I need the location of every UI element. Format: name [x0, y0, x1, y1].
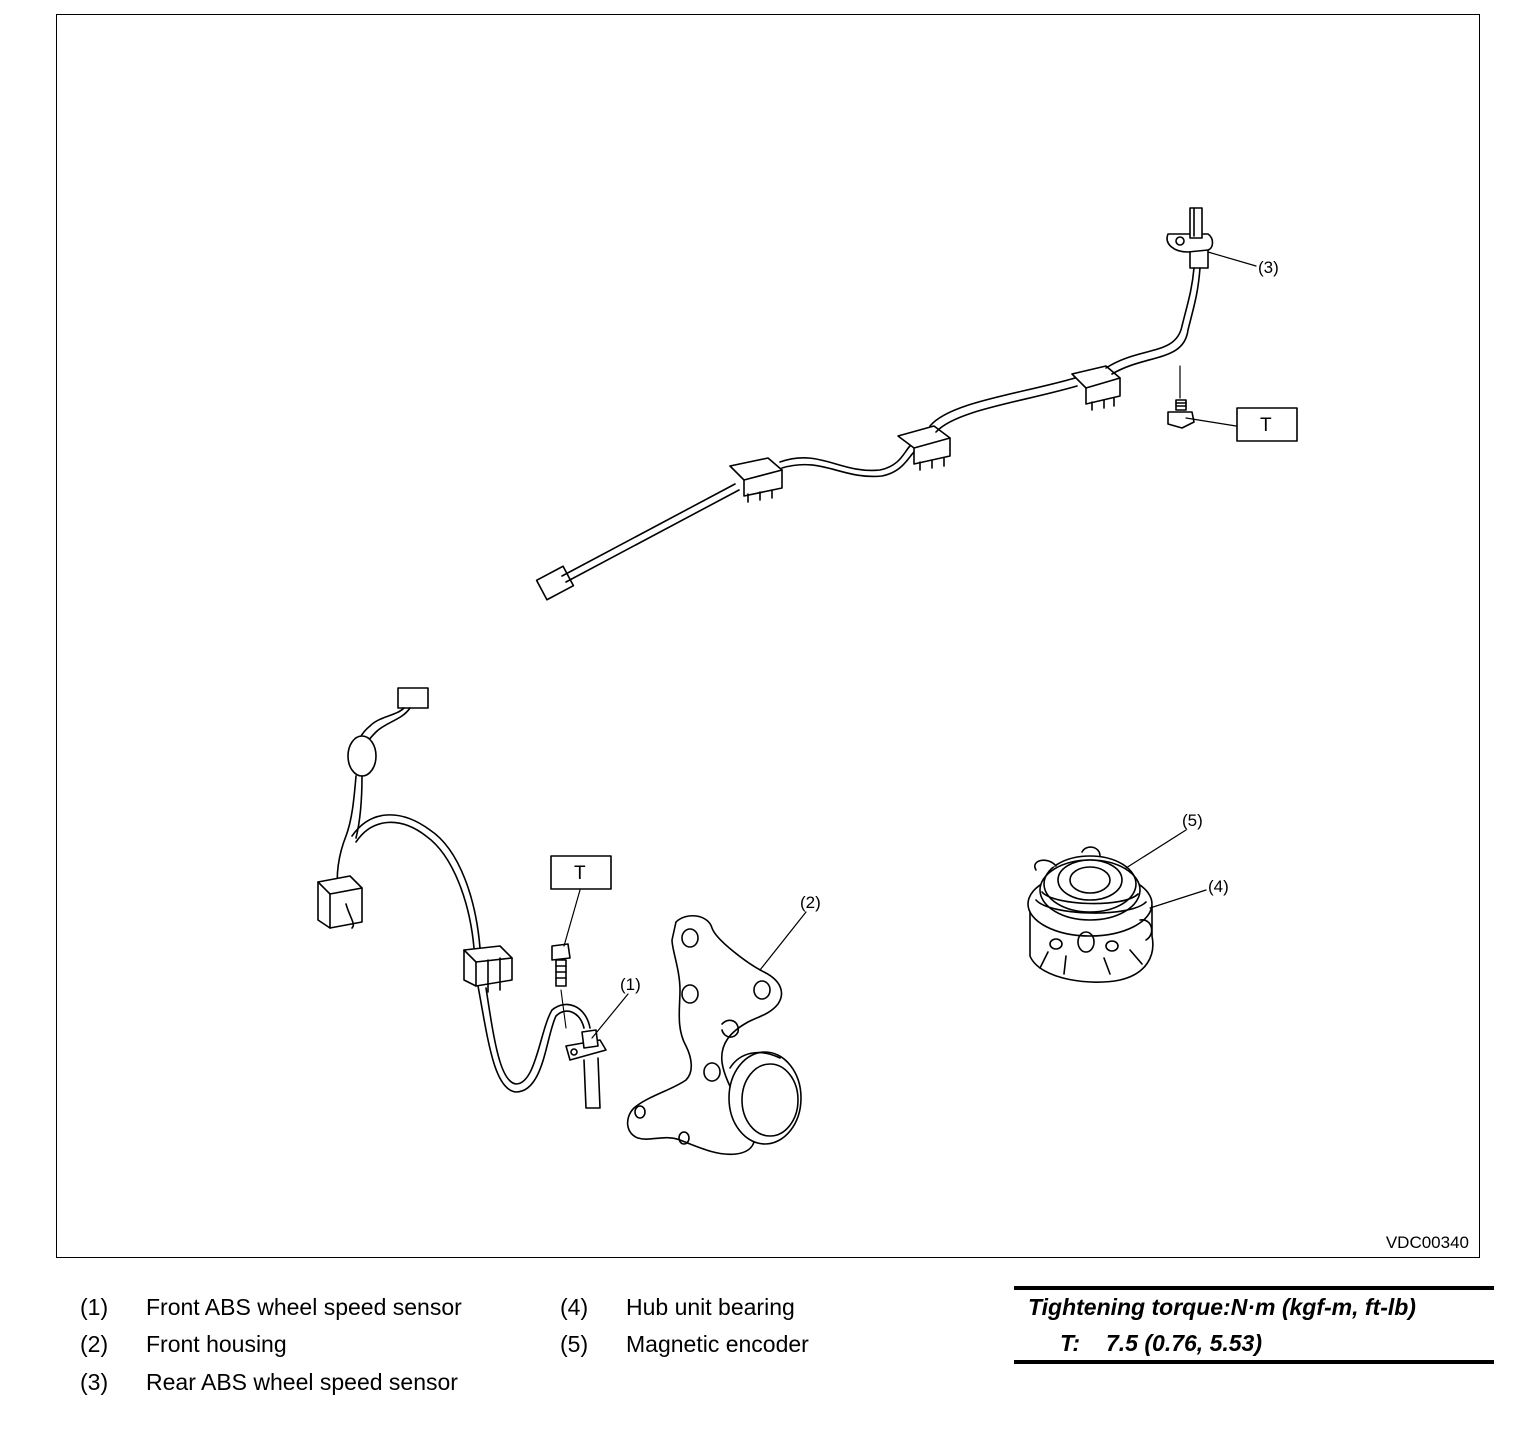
callout-3: (3): [1258, 258, 1279, 277]
torque-symbol: T:: [1060, 1330, 1081, 1356]
legend-text: Magnetic encoder: [626, 1331, 809, 1357]
front-housing-drawing: [626, 915, 802, 1156]
torque-title: Tightening torque:N·m (kgf-m, ft-lb): [1028, 1294, 1416, 1320]
callout-5: (5): [1182, 811, 1203, 830]
legend-num: (2): [80, 1331, 109, 1357]
legend-num: (1): [80, 1294, 109, 1320]
rear-torque-box: [1236, 407, 1298, 442]
rear-torque-mark: T: [1260, 415, 1272, 436]
legend-text: Rear ABS wheel speed sensor: [146, 1369, 458, 1395]
callout-4: (4): [1208, 877, 1229, 896]
torque-value: 7.5 (0.76, 5.53): [1106, 1330, 1262, 1356]
legend-num: (5): [560, 1331, 589, 1357]
callout-1: (1): [620, 975, 641, 994]
legend-num: (4): [560, 1294, 589, 1320]
torque-value-row: T: 7.5 (0.76, 5.53): [1060, 1330, 1262, 1357]
rear-harness-drawing: [535, 207, 1214, 601]
torque-top-rule: [1014, 1286, 1494, 1290]
figure-frame: VDC00340: [56, 14, 1480, 1258]
torque-bottom-rule: [1014, 1360, 1494, 1364]
legend-num: (3): [80, 1369, 109, 1395]
legend-text: Front ABS wheel speed sensor: [146, 1294, 462, 1320]
legend-text: Hub unit bearing: [626, 1294, 795, 1320]
callout-2: (2): [800, 893, 821, 912]
front-harness-drawing: [317, 687, 607, 1109]
legend-text: Front housing: [146, 1331, 287, 1357]
figure-id: VDC00340: [1385, 1233, 1469, 1252]
front-torque-box: [550, 855, 612, 890]
leader-lines: [563, 251, 1257, 1039]
torque-panel: Tightening torque:N·m (kgf-m, ft-lb) T: 7…: [1014, 1286, 1494, 1364]
hub-bearing-drawing: [1027, 846, 1154, 983]
front-torque-mark: T: [574, 863, 586, 884]
